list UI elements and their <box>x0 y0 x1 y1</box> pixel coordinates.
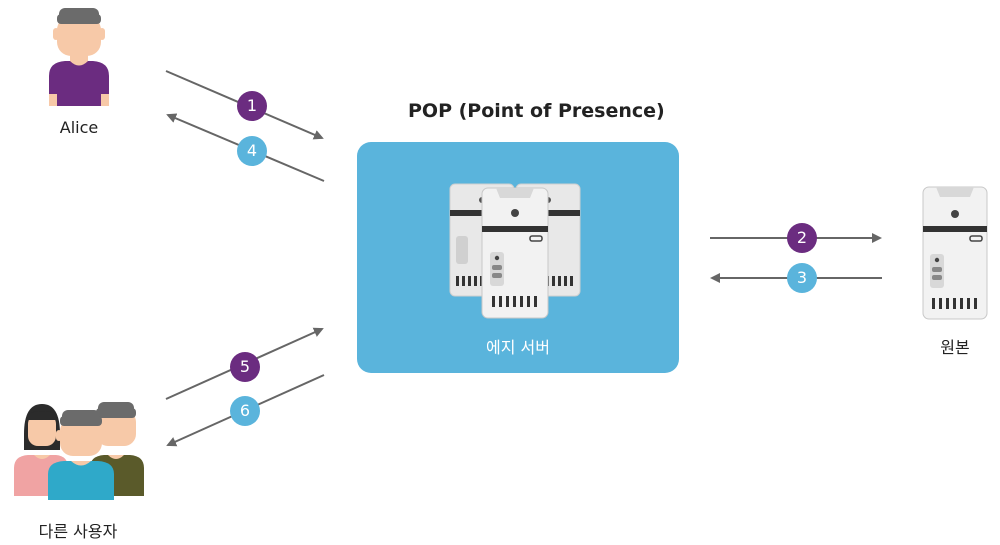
step-number-2: 2 <box>796 228 808 247</box>
other-users-group-icon <box>14 402 144 500</box>
pop-title: POP (Point of Presence) <box>408 100 665 122</box>
step-badge-2 <box>787 223 817 253</box>
step-badge-6 <box>230 396 260 426</box>
step-number-1: 1 <box>246 96 258 115</box>
step-badge-1 <box>237 91 267 121</box>
step-number-4: 4 <box>246 141 258 160</box>
step-badge-3 <box>787 263 817 293</box>
step-number-6: 6 <box>239 401 251 420</box>
edge-server-label: 에지 서버 <box>486 338 550 357</box>
edge-servers-icon <box>449 183 581 319</box>
step-badge-5 <box>230 352 260 382</box>
origin-server-icon <box>922 186 988 320</box>
other-users-label: 다른 사용자 <box>38 522 118 541</box>
alice-label: Alice <box>59 118 99 137</box>
step-badge-4 <box>237 136 267 166</box>
alice-avatar-icon <box>49 8 109 106</box>
origin-label: 원본 <box>940 338 970 357</box>
step-number-3: 3 <box>796 268 808 287</box>
step-number-5: 5 <box>239 357 251 376</box>
